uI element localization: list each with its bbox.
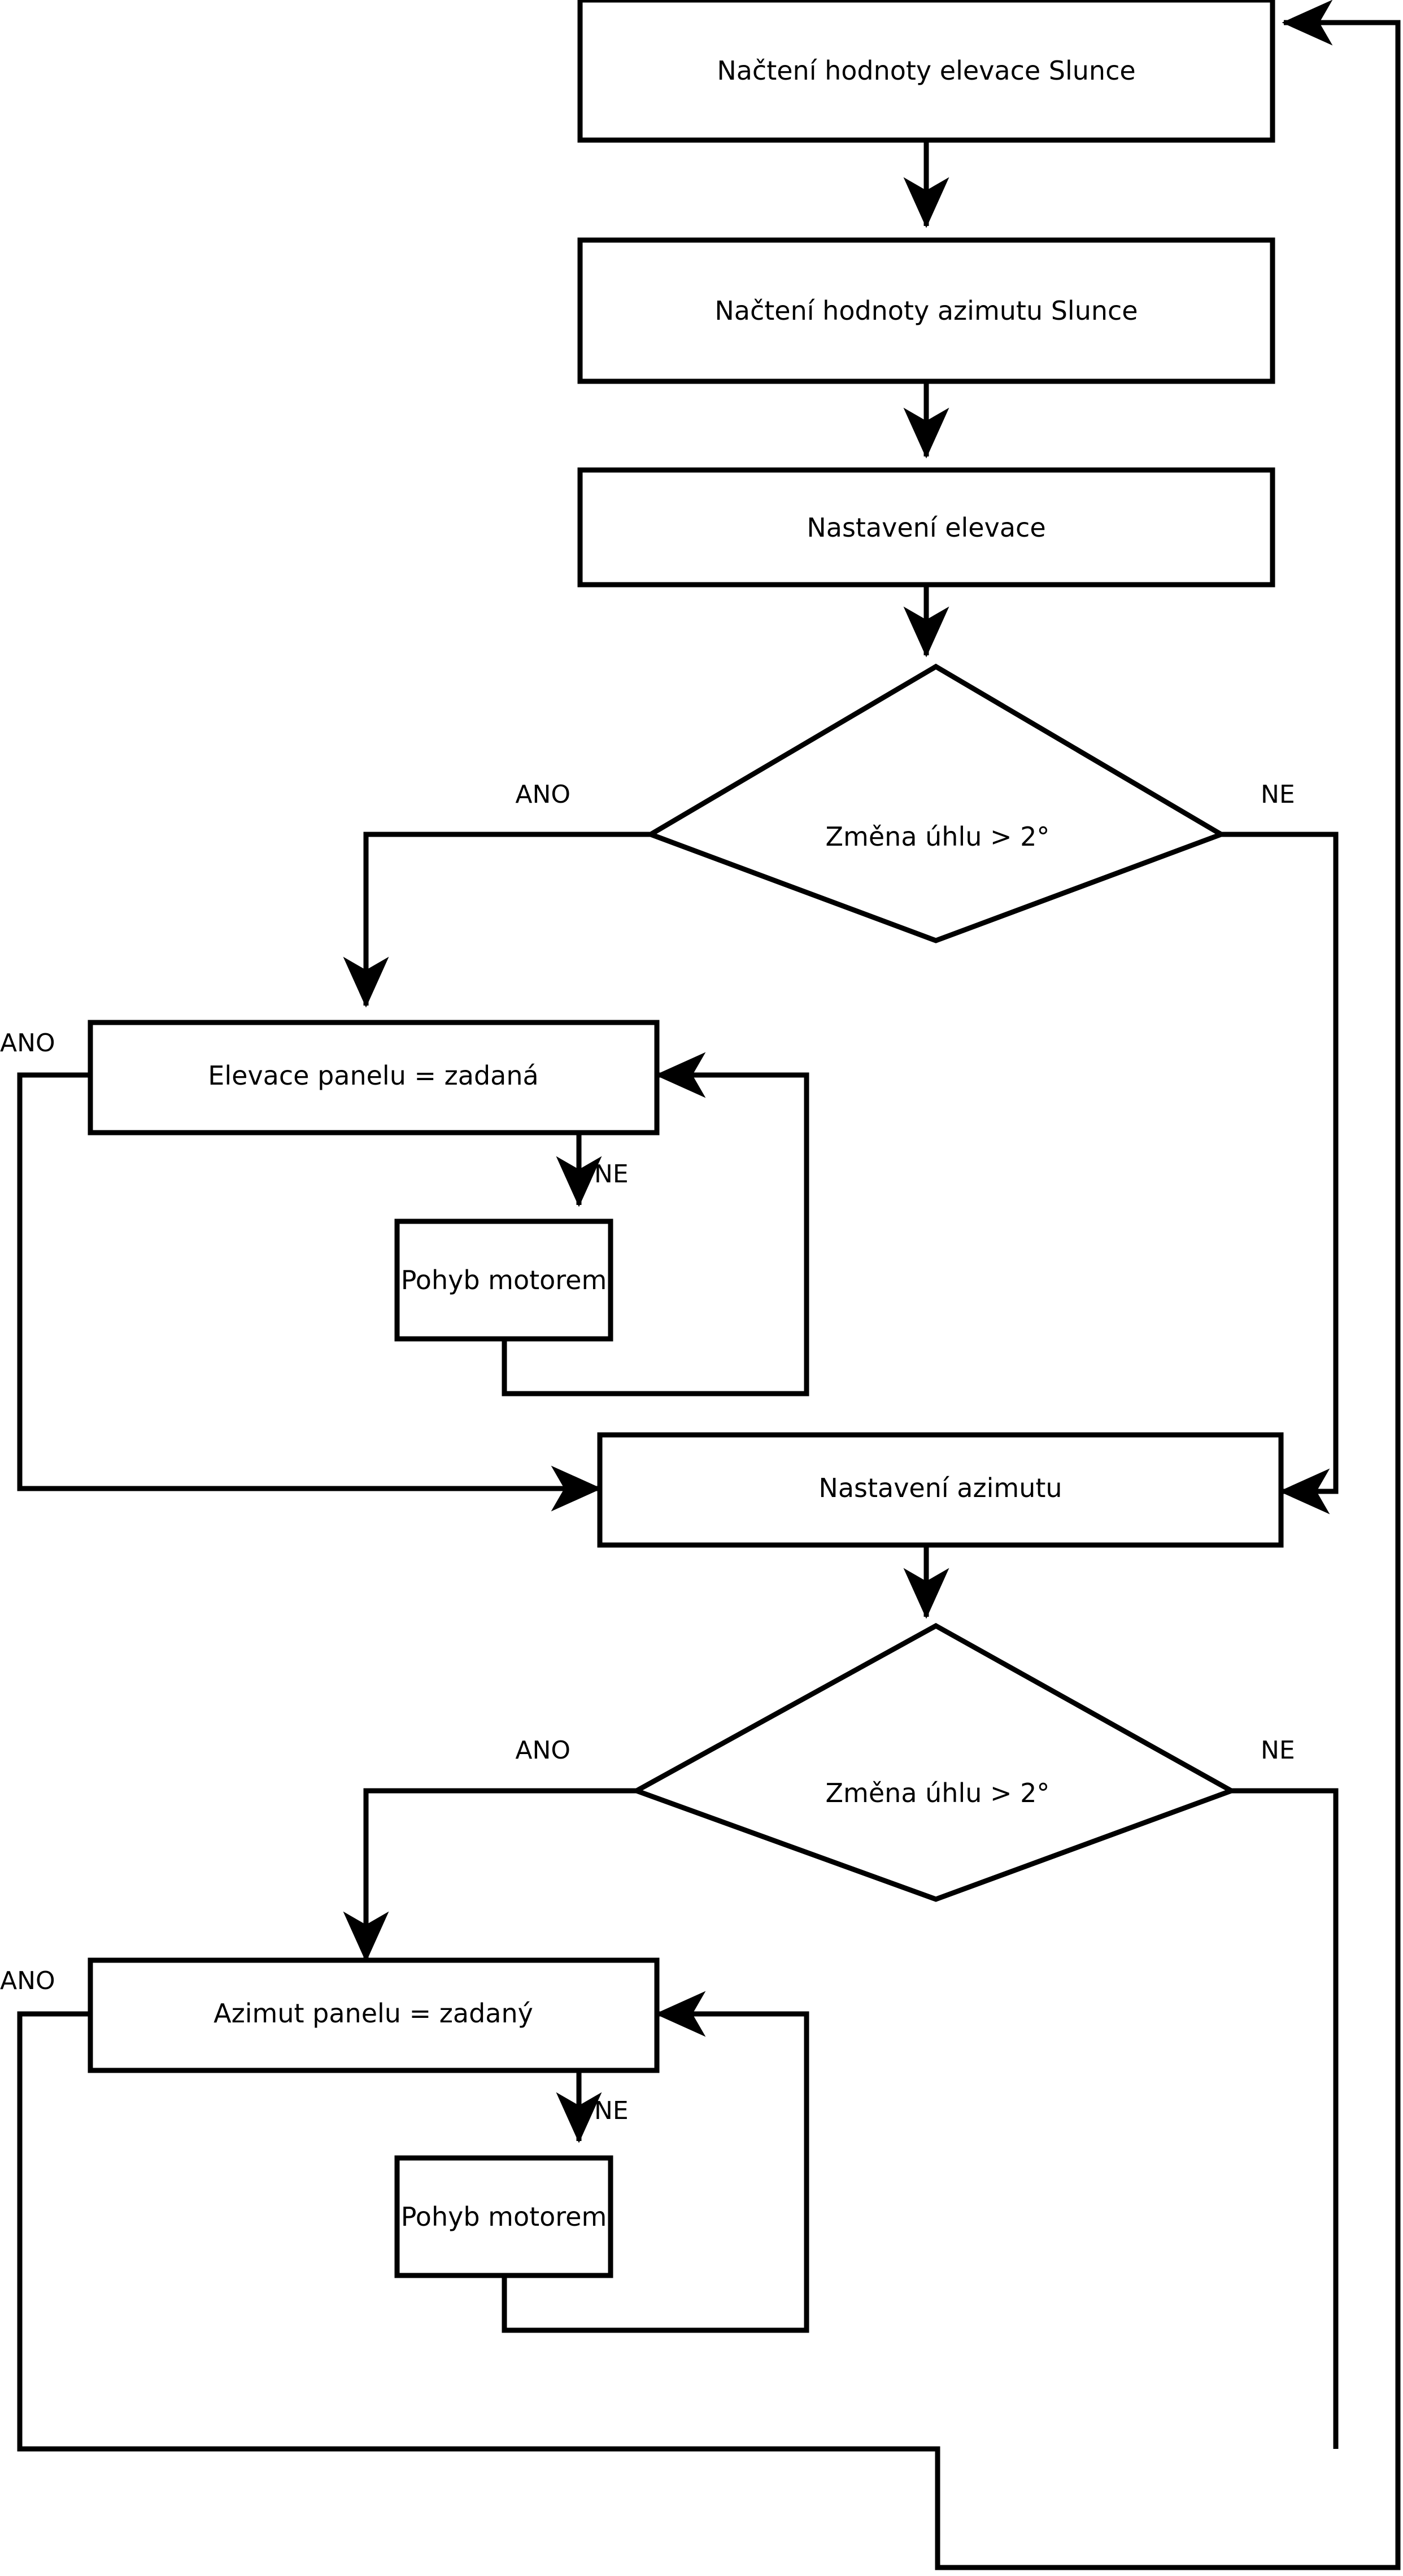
node-read-azimuth-label: Načtení hodnoty azimutu Slunce (714, 295, 1138, 326)
node-motor-move-azimuth[interactable] (394, 2155, 613, 2278)
edge-panel-azimuth-yes-return-to-start (17, 0, 1401, 2570)
node-read-azimuth[interactable] (577, 237, 1275, 384)
node-motor-move-azimuth-label: Pohyb motorem (401, 2201, 607, 2232)
node-decision-azimuth[interactable] (630, 1622, 1238, 1902)
node-set-azimuth[interactable] (597, 1432, 1284, 1548)
node-set-elevation[interactable] (577, 467, 1275, 588)
node-decision-elevation[interactable] (644, 663, 1227, 943)
edge-azimuth-decision-no-to-return (1231, 1788, 1339, 2449)
node-panel-elevation-equals[interactable] (88, 1020, 660, 1135)
node-motor-move-elevation[interactable] (394, 1219, 613, 1342)
edge-label-panel-elevation-no: NE (594, 1160, 629, 1189)
edge-azimuth-decision-yes-to-panel-azimuth (343, 1788, 637, 1963)
node-decision-azimuth-label: Změna úhlu > 2° (826, 1778, 1050, 1808)
edge-motor-loop-back-to-panel-elevation (502, 1052, 809, 1396)
node-panel-elevation-equals-label: Elevace panelu = zadaná (208, 1060, 538, 1091)
node-set-elevation-label: Nastavení elevace (807, 512, 1045, 543)
node-read-elevation[interactable] (577, 0, 1275, 143)
edge-decision-yes-to-panel-elevation (343, 832, 651, 1008)
edge-label-panel-azimuth-no: NE (594, 2096, 629, 2125)
edge-label-azimuth-decision-no: NE (1261, 1736, 1295, 1765)
edge-label-elevation-decision-yes: ANO (515, 780, 570, 809)
edge-label-azimuth-decision-yes: ANO (515, 1736, 570, 1765)
edge-decision-no-to-set-azimuth (1221, 832, 1339, 1515)
node-panel-azimuth-equals[interactable] (88, 1957, 660, 2073)
node-panel-azimuth-equals-label: Azimut panelu = zadaný (213, 1998, 533, 2029)
edge-motor-loop-back-to-panel-azimuth (502, 1991, 809, 2333)
node-read-elevation-label: Načtení hodnoty elevace Slunce (717, 55, 1135, 86)
edge-label-panel-elevation-yes: ANO (0, 1029, 55, 1058)
node-set-azimuth-label: Nastavení azimutu (818, 1473, 1062, 1503)
node-decision-elevation-label: Změna úhlu > 2° (826, 821, 1050, 852)
edge-panel-elevation-yes-to-set-azimuth (17, 1072, 602, 1512)
edge-label-elevation-decision-no: NE (1261, 780, 1295, 809)
node-motor-move-elevation-label: Pohyb motorem (401, 1265, 607, 1295)
edge-label-panel-azimuth-yes: ANO (0, 1966, 55, 1995)
